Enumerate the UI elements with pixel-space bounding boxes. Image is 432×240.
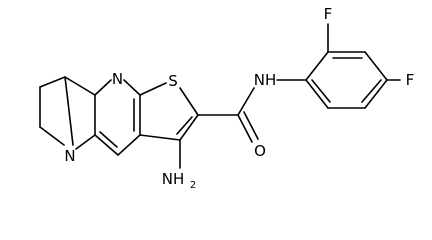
amide-group [197, 79, 307, 143]
bond [237, 87, 255, 116]
atom-s-thiophene: S [168, 72, 178, 90]
bond [176, 116, 193, 135]
bond [179, 87, 199, 116]
atom-amino-n: NH [162, 170, 185, 188]
bond [117, 134, 141, 156]
bond [237, 114, 253, 143]
thiophene-ring [139, 82, 199, 141]
bond [179, 114, 199, 141]
bond [94, 79, 112, 96]
bond [39, 76, 66, 88]
bond [311, 79, 331, 103]
pyridine-ring [94, 79, 141, 156]
bond [243, 111, 259, 140]
bicyclo-cage [39, 76, 96, 150]
atom-n-pyridine: N [112, 70, 123, 88]
bond [64, 76, 96, 96]
bond [94, 134, 119, 156]
chemical-structure-diagram: N S N NH O NH 2 F F [39, 5, 415, 191]
bond [67, 101, 74, 146]
bond [64, 76, 69, 103]
atom-f-para: F [406, 71, 415, 89]
bond [139, 82, 167, 96]
structure-svg: N S N NH O NH 2 F F [39, 5, 415, 191]
atom-amino-subscript: 2 [190, 180, 196, 191]
atom-n-bridgehead: N [64, 147, 75, 165]
bond [123, 79, 141, 96]
bond [364, 79, 388, 109]
bond [99, 131, 118, 148]
bond [39, 126, 65, 146]
bond [139, 134, 181, 141]
bond [361, 79, 382, 103]
atom-f-ortho: F [324, 5, 333, 23]
bond [305, 51, 329, 81]
difluorophenyl-ring [305, 23, 401, 109]
bond [364, 51, 388, 81]
bond [75, 134, 96, 150]
atom-amide-o: O [254, 142, 266, 160]
atom-amide-nh: NH [254, 71, 277, 89]
bond [305, 79, 329, 109]
